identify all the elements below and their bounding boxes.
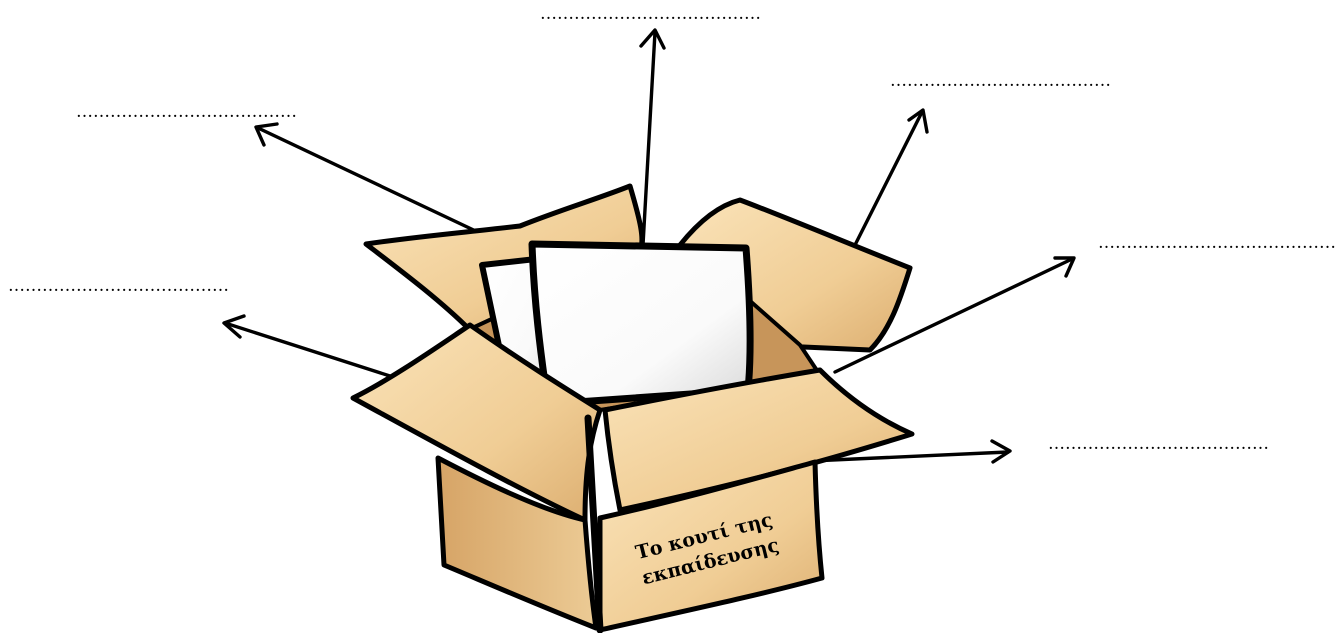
arrow-upper-right	[853, 110, 924, 247]
arrowhead-left-icon	[222, 314, 246, 339]
box-flap-back-left	[363, 183, 645, 333]
blank-line-left: …………………………………	[8, 276, 229, 296]
arrowhead-right-icon	[1053, 256, 1076, 278]
arrowheads	[222, 28, 1076, 464]
blank-line-upper-left: …………………………………	[76, 102, 297, 122]
arrowhead-upper-right-icon	[907, 108, 929, 134]
paper-front	[528, 240, 754, 408]
box-flap-left	[350, 322, 603, 523]
arrow-upper-left	[256, 126, 484, 236]
box-side-left	[435, 455, 599, 631]
arrowhead-upper-left-icon	[254, 122, 279, 147]
arrowhead-lower-right-icon	[990, 439, 1012, 464]
blank-line-right: ……………………………………	[1098, 233, 1336, 253]
arrow-lower-right	[808, 450, 1010, 463]
arrows	[223, 30, 1074, 463]
box-front-edge	[584, 414, 604, 633]
box-flap-right	[602, 367, 915, 513]
arrow-left	[223, 321, 392, 378]
arrow-top	[641, 30, 657, 247]
arrow-right	[833, 257, 1074, 374]
arrowhead-top-icon	[639, 28, 666, 50]
blank-line-top: …………………………………	[540, 4, 761, 24]
blank-line-upper-right: …………………………………	[890, 71, 1111, 91]
box-front	[597, 459, 825, 633]
cardboard-box	[350, 183, 915, 633]
blank-line-lower-right: …………………………………	[1048, 434, 1269, 454]
